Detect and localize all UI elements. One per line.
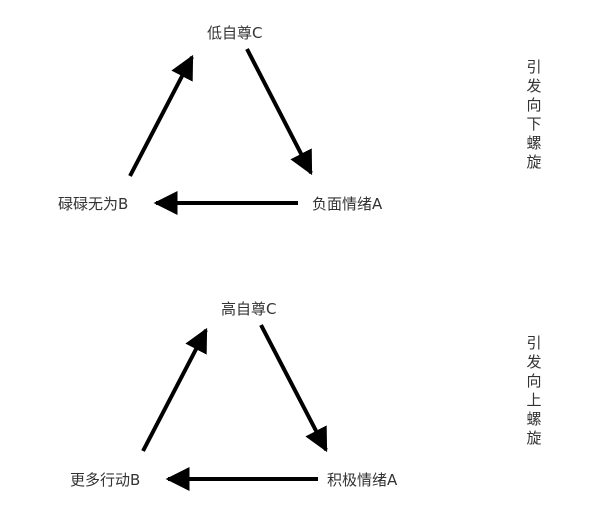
side-label-upward-spiral: 引 发 向 上 螺 旋 [525, 334, 543, 448]
node-more-action: 更多行动B [70, 471, 141, 489]
side-label-char: 旋 [526, 429, 542, 447]
side-label-char: 上 [526, 391, 542, 409]
side-label-char: 下 [526, 115, 542, 133]
side-label-char: 向 [526, 96, 542, 114]
side-label-char: 螺 [526, 410, 542, 428]
arrow-c-to-a-downward [245, 48, 313, 176]
node-high-self-esteem: 高自尊C [221, 300, 277, 318]
arrow-b-to-c-downward [128, 54, 194, 177]
side-label-downward-spiral: 引 发 向 下 螺 旋 [525, 58, 543, 172]
node-low-self-esteem: 低自尊C [207, 24, 263, 42]
side-label-char: 向 [526, 372, 542, 390]
node-mediocre: 碌碌无为B [58, 195, 129, 213]
arrow-c-to-a-upward [259, 324, 328, 453]
node-positive-emotion: 积极情绪A [327, 471, 398, 489]
side-label-char: 引 [526, 58, 542, 76]
side-label-char: 旋 [526, 153, 542, 171]
side-label-char: 发 [526, 353, 542, 371]
side-label-char: 引 [526, 334, 542, 352]
arrow-b-to-c-upward [141, 327, 208, 452]
node-negative-emotion: 负面情绪A [312, 195, 383, 213]
side-label-char: 螺 [526, 134, 542, 152]
side-label-char: 发 [526, 77, 542, 95]
